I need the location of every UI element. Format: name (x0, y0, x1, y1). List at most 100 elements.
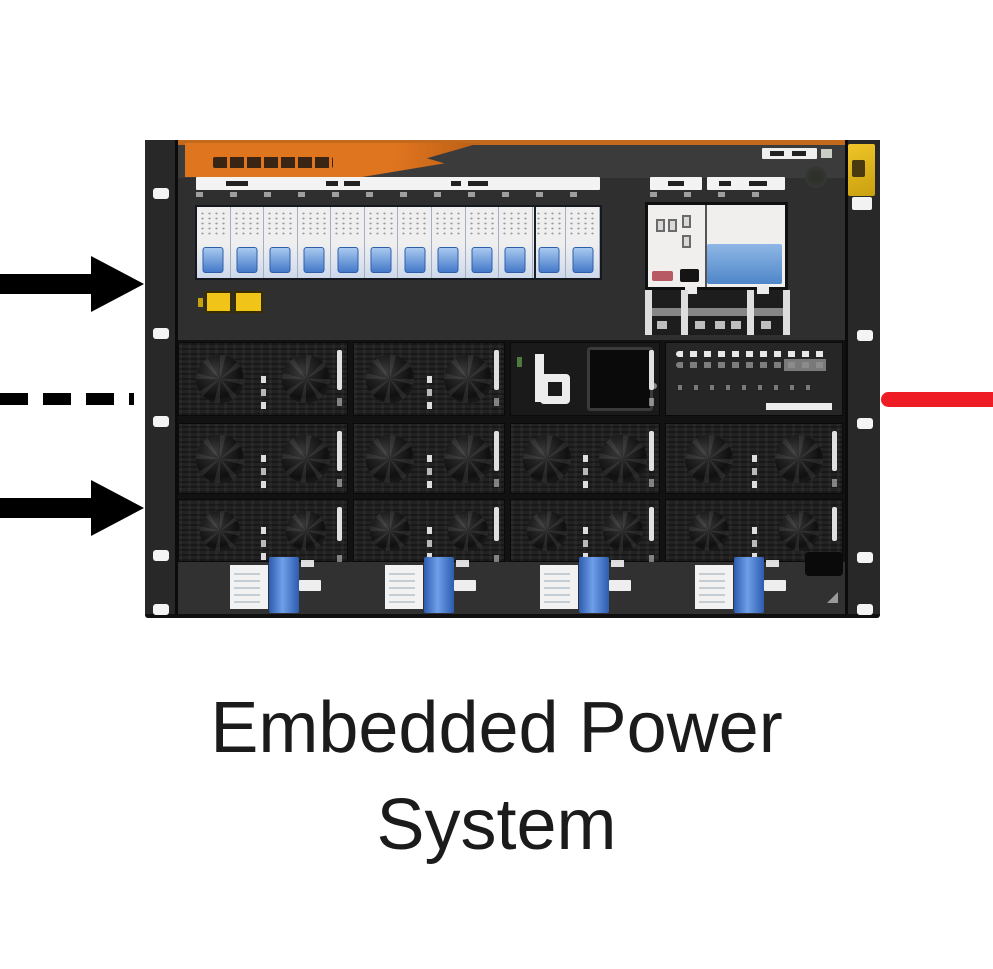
white-bar (766, 403, 832, 410)
connector-blue (269, 557, 299, 613)
screw-slot (153, 550, 169, 561)
dashed-line (0, 393, 134, 405)
connector-label (540, 565, 578, 609)
terminal-cell (715, 321, 725, 329)
breaker-lever (437, 247, 459, 273)
label-mark (749, 181, 767, 186)
warning-label (205, 291, 232, 313)
circuit-breaker (331, 207, 365, 278)
circuit-breaker (364, 207, 399, 278)
module-dots (582, 527, 588, 534)
connector-blue (579, 557, 609, 613)
module-latch (494, 507, 499, 563)
knob (668, 219, 677, 232)
connector-label (385, 565, 423, 609)
fan-icon (775, 434, 824, 483)
output-connector (385, 557, 485, 615)
controller-button (651, 383, 657, 389)
fan-icon (447, 510, 488, 551)
screw-slot (153, 328, 169, 339)
screw-slot (153, 416, 169, 427)
fan-icon (370, 510, 411, 551)
fan-icon (688, 510, 729, 551)
breaker-panel-divider (534, 207, 536, 278)
fan-icon (603, 510, 644, 551)
output-connector (695, 557, 795, 615)
terminal-bar (783, 290, 790, 335)
vent-ticks (678, 385, 818, 390)
dc-breaker-module (645, 202, 788, 290)
fan-icon (599, 434, 648, 483)
breaker-lever (538, 247, 560, 273)
circuit-breaker (264, 207, 298, 278)
screw-slot (857, 552, 873, 563)
terminal-cell (731, 321, 741, 329)
module-dots (260, 375, 266, 383)
breaker-lever (404, 247, 426, 273)
module-dots (751, 455, 757, 462)
label-mark (226, 181, 248, 186)
label-mark (451, 181, 461, 186)
dc-label-strip (707, 177, 785, 190)
rectifier-module (665, 423, 843, 494)
module-latch (832, 431, 837, 487)
label-mark (668, 181, 684, 186)
breaker-lever (337, 247, 359, 273)
module-dots (426, 455, 432, 462)
knob (682, 235, 691, 248)
module-dots (260, 527, 266, 534)
circuit-breaker (532, 207, 567, 278)
terminal-cell (657, 321, 667, 329)
output-connector (230, 557, 330, 615)
fan-icon (366, 434, 415, 483)
red-terminal (652, 271, 673, 281)
circuit-breaker (197, 207, 231, 278)
circuit-breaker (499, 207, 533, 278)
terminal-cell (695, 321, 705, 329)
breaker-lever (504, 247, 526, 273)
terminal-bar (645, 290, 652, 335)
connector-tick (301, 560, 314, 567)
rectifier-module (510, 499, 660, 563)
terminal-nub (757, 286, 769, 294)
module-dots (260, 455, 266, 462)
distribution-module (665, 342, 843, 416)
module-latch (337, 431, 342, 487)
fan-icon (286, 510, 327, 551)
fan-icon (779, 510, 820, 551)
module-latch (337, 507, 342, 563)
rectifier-module (178, 342, 348, 416)
circuit-breaker (297, 207, 332, 278)
rectifier-module (665, 499, 843, 563)
module-latch (337, 350, 342, 406)
module-latch (494, 350, 499, 406)
model-label-text (770, 151, 784, 156)
input-arrow-top-head (91, 256, 144, 312)
caption-line-1: Embedded Power (210, 688, 783, 768)
rectifier-module (178, 499, 348, 563)
rectifier-module (353, 499, 505, 563)
breaker-tick-row (196, 192, 600, 197)
fan-icon (282, 434, 331, 483)
caption: Embedded Power System (0, 680, 993, 874)
connector-label (230, 565, 268, 609)
output-line-red (881, 392, 993, 407)
rack-flange-right (845, 140, 880, 615)
warning-label (234, 291, 263, 313)
terminal-nub (685, 286, 697, 294)
fan-icon (522, 434, 571, 483)
connector-tab (609, 580, 631, 591)
module-dots (426, 375, 432, 383)
dc-label-strip (650, 177, 702, 190)
fan-icon (443, 434, 492, 483)
breaker-lever (269, 247, 291, 273)
yellow-latch-mark (852, 160, 865, 177)
terminal-block (645, 286, 790, 335)
breaker-lever (572, 247, 594, 273)
controller-glyph (535, 354, 570, 404)
connector-tick (611, 560, 624, 567)
screw-slot (857, 418, 873, 429)
rack-flange-left (145, 140, 178, 615)
connector-tab (764, 580, 786, 591)
